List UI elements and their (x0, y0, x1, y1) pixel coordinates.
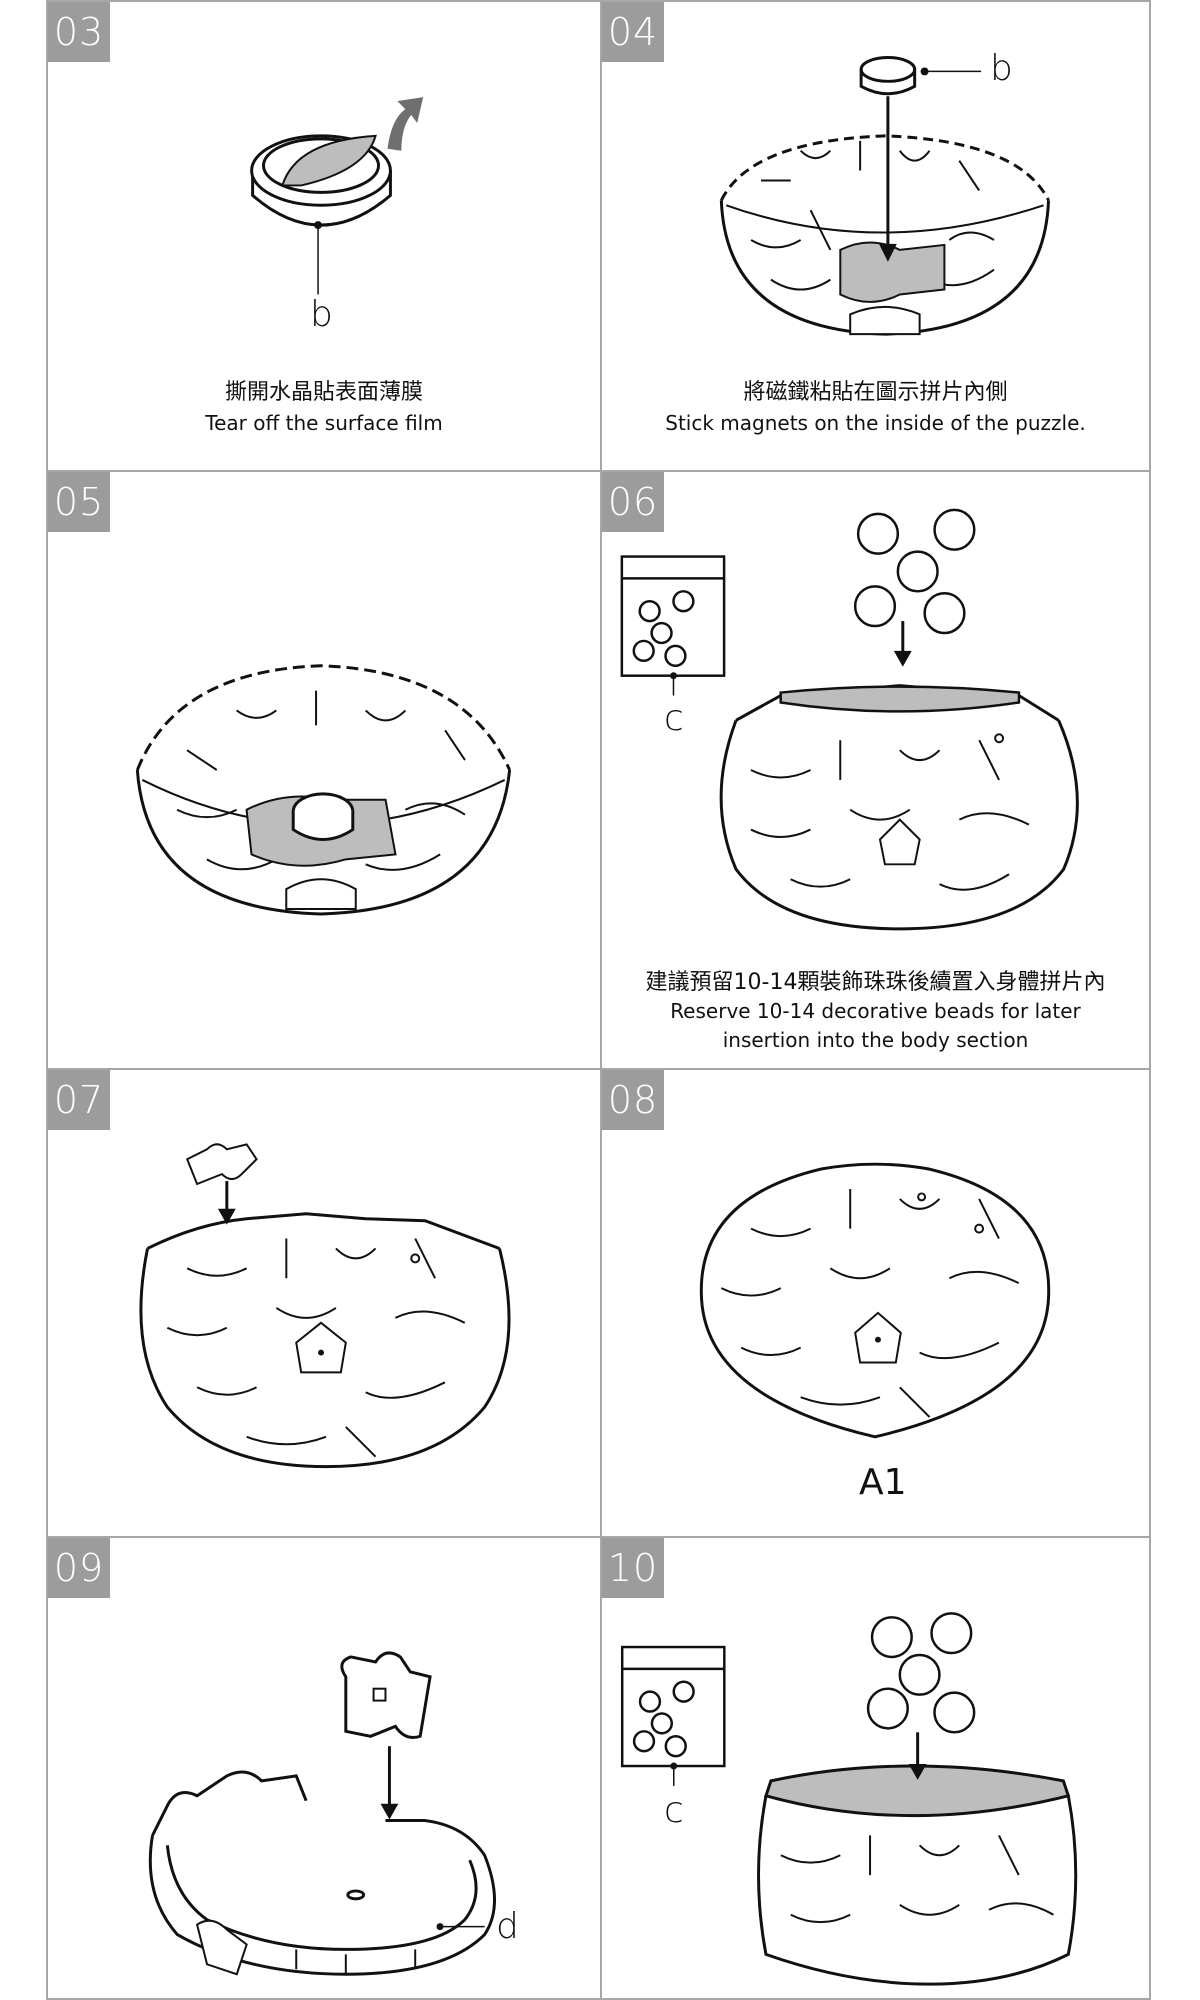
step-caption: 將磁鐵粘貼在圖示拼片內側 Stick magnets on the inside… (602, 378, 1149, 438)
step-number-badge: 04 (602, 2, 664, 62)
part-label-c: c (664, 1790, 684, 1831)
part-label-b: b (310, 294, 333, 335)
caption-english: Tear off the surface film (205, 411, 443, 435)
part-label-d: d (496, 1906, 519, 1947)
step-number-badge: 03 (48, 2, 110, 62)
step-number-badge: 05 (48, 472, 110, 532)
step-panel-04: 04 b 將磁鐵粘貼在圖示拼片內側 Stick magnets on the i… (600, 0, 1151, 472)
step-panel-03: 03 b 撕開水晶貼表面薄膜 Tear off the surface film (46, 0, 602, 472)
assembly-label-a1: A1 (859, 1462, 907, 1503)
closing-puzzle-illustration (139, 1143, 511, 1469)
part-label-b: b (990, 48, 1013, 89)
step-panel-10: 10 c (600, 1536, 1151, 2000)
step-caption: 建議預留10-14顆裝飾珠珠後續置入身體拼片內 Reserve 10-14 de… (602, 968, 1149, 1055)
caption-chinese: 將磁鐵粘貼在圖示拼片內側 (743, 380, 1008, 405)
step-caption: 撕開水晶貼表面薄膜 Tear off the surface film (48, 378, 600, 438)
bead-filling-illustration (620, 508, 1079, 931)
instruction-grid: 03 b 撕開水晶貼表面薄膜 Tear off the surface film… (46, 0, 1151, 2000)
step-number-badge: 08 (602, 1070, 664, 1130)
step-number-badge: 07 (48, 1070, 110, 1130)
step-number-badge: 09 (48, 1538, 110, 1598)
caption-english-line-2: insertion into the body section (722, 1028, 1029, 1052)
step-panel-08: 08 A1 (600, 1068, 1151, 1538)
completed-ball-illustration (699, 1162, 1051, 1439)
step-number-badge: 10 (602, 1538, 664, 1598)
caption-english-line-1: Reserve 10-14 decorative beads for later (670, 999, 1081, 1023)
bead-filling-base-illustration (620, 1612, 1078, 1986)
caption-chinese: 撕開水晶貼表面薄膜 (224, 380, 423, 405)
step-panel-05: 05 (46, 470, 602, 1070)
base-assembly-illustration (148, 1651, 497, 1976)
film-removal-illustration (250, 97, 424, 295)
step-panel-09: 09 d (46, 1536, 602, 2000)
step-number-badge: 06 (602, 472, 664, 532)
magnet-inside-bowl-illustration (135, 664, 512, 916)
caption-english: Stick magnets on the inside of the puzzl… (665, 411, 1086, 435)
step-panel-07: 07 (46, 1068, 602, 1538)
caption-chinese: 建議預留10-14顆裝飾珠珠後續置入身體拼片內 (645, 970, 1106, 995)
step-panel-06: 06 c 建議預留10-14顆裝飾珠珠後續置入身體拼片內 Reserv (600, 470, 1151, 1070)
magnet-placement-illustration (719, 56, 1051, 336)
part-label-c: c (664, 698, 684, 739)
